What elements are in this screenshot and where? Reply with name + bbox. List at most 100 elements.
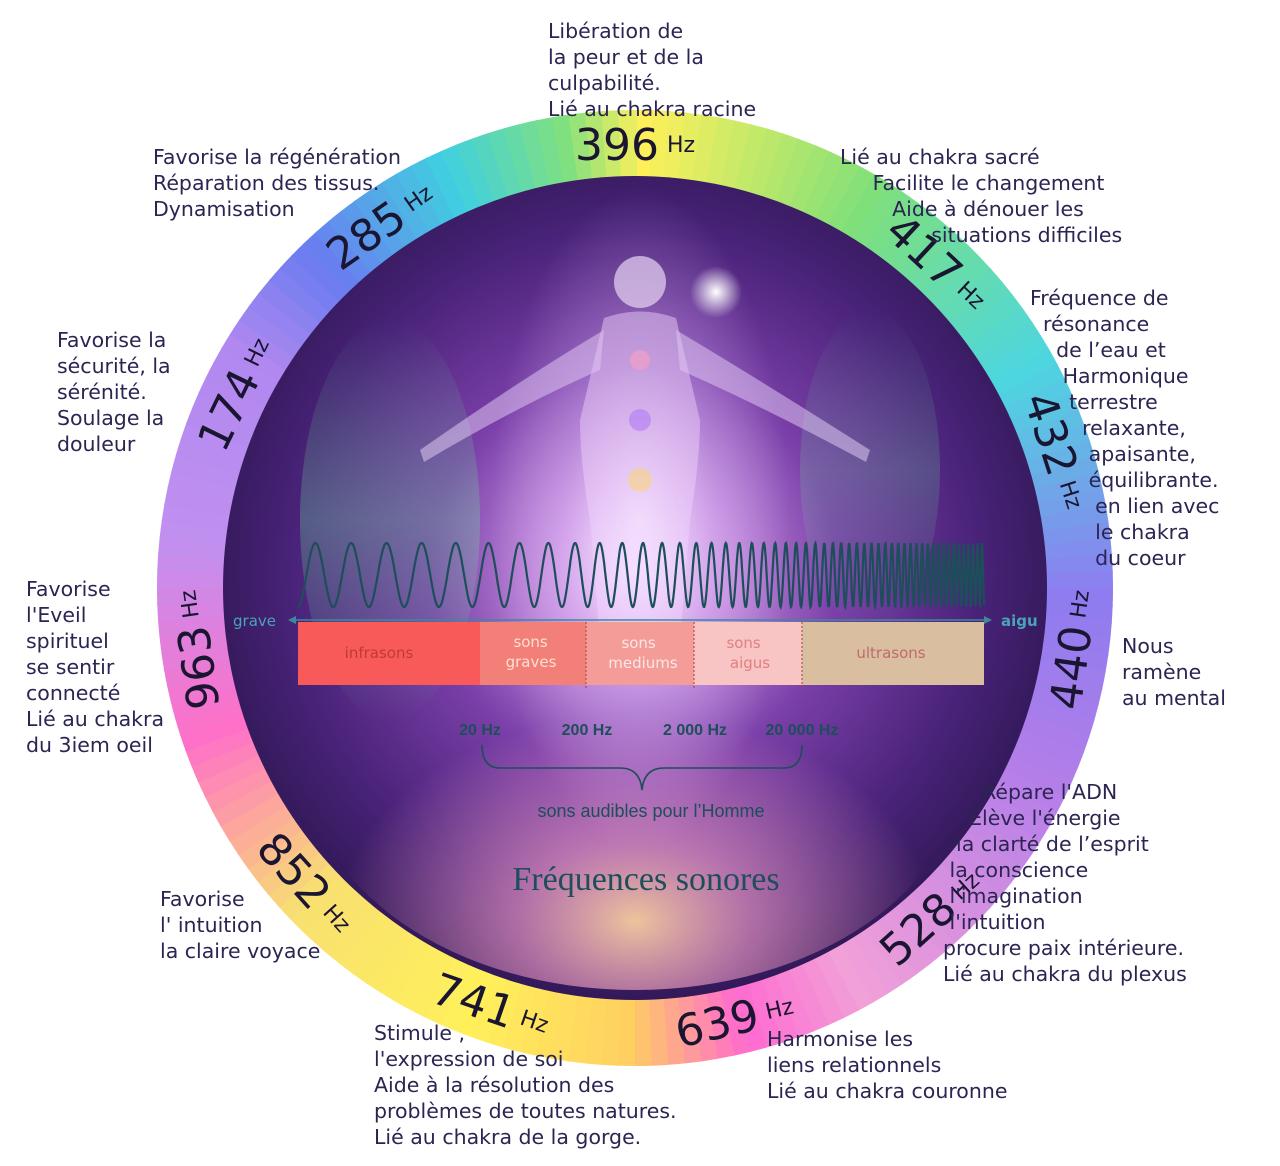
ring-segment — [469, 970, 509, 1043]
grave-label: grave — [233, 612, 276, 630]
ring-segment — [979, 792, 1049, 844]
band-sons-graves — [480, 622, 586, 685]
ring-segment — [185, 406, 258, 449]
ring-segment — [229, 318, 298, 372]
ring-segment — [191, 391, 264, 436]
ring-segment — [1042, 571, 1113, 591]
ring-segment — [289, 869, 352, 932]
band-label-infrasons: infrasons — [345, 644, 414, 662]
ring-segment — [719, 120, 754, 193]
band-ultrasons — [802, 622, 984, 685]
ring-segment — [585, 110, 609, 183]
sound-spectrum-diagram: grave aigu infrasons sons graves sons me… — [233, 540, 1038, 898]
tick-2000hz: 2 000 Hz — [663, 722, 727, 739]
ring-segment — [826, 165, 877, 236]
ring-segment — [837, 934, 889, 1004]
ring-segment — [246, 826, 314, 883]
ring-segment — [873, 909, 930, 977]
ring-segment — [965, 307, 1033, 362]
ring-segment — [1012, 727, 1085, 770]
ring-segment — [535, 116, 567, 189]
note-528: Répare l'ADN Elève l'énergie la clarté d… — [943, 780, 1187, 986]
ring-segment — [981, 334, 1051, 386]
ring-segment — [995, 363, 1066, 412]
ring-segment — [927, 861, 991, 922]
ring-segment — [327, 209, 386, 276]
band-label-ultrasons: ultrasons — [856, 644, 925, 662]
ring-segment — [258, 278, 324, 337]
ring-segment — [516, 983, 551, 1056]
ring-segment — [895, 891, 955, 956]
ring-segment — [166, 670, 240, 704]
ring-segment — [410, 157, 459, 228]
note-417: Lié au chakra sacré Facilite le changeme… — [840, 145, 1123, 247]
ring-segment — [453, 965, 496, 1038]
ring-segment — [170, 684, 243, 720]
ring-segment — [365, 925, 419, 994]
sound-wave — [297, 540, 986, 611]
ring-segment — [256, 837, 323, 896]
band-label-sons-graves-line2: graves — [506, 653, 557, 671]
ring-segment — [278, 859, 342, 921]
ring-segment — [393, 940, 444, 1011]
ring-segment — [677, 112, 705, 185]
ring-segment — [302, 231, 364, 295]
ring-segment — [423, 953, 470, 1025]
ring-segment — [874, 201, 932, 268]
ring-segment — [946, 839, 1012, 898]
ring-segment — [211, 777, 282, 827]
band-label-sons-mediums-line1: sons — [621, 634, 655, 652]
ring-segment — [745, 976, 783, 1049]
ring-segment — [618, 110, 638, 181]
ring-segment — [1007, 393, 1080, 438]
note-639: Harmonise les liens relationnels Lié au … — [767, 1027, 1008, 1103]
ring-segment — [340, 199, 397, 267]
band-label-sons-mediums-line2: mediums — [608, 654, 678, 672]
ring-segment — [157, 614, 230, 638]
note-963: Favorise l'Eveil spirituel se sentir con… — [26, 577, 165, 757]
ring-segment — [994, 766, 1065, 815]
ring-segment — [916, 871, 979, 934]
right-arrow-icon — [984, 616, 992, 624]
ring-segment — [163, 656, 236, 688]
ring-segment — [381, 172, 433, 242]
ring-segment — [219, 790, 289, 842]
ring-segment — [884, 900, 943, 967]
ring-segment — [1034, 488, 1107, 520]
ring-segment — [171, 453, 244, 490]
ring-segment — [731, 980, 767, 1053]
ring-segment — [549, 989, 579, 1062]
ring-segment — [164, 486, 237, 518]
ring-segment — [733, 124, 770, 197]
ring-segment — [615, 995, 635, 1066]
band-label-sons-aigus-line2: aigus — [730, 654, 770, 672]
ring-segment — [503, 123, 539, 196]
ring-segment — [824, 941, 874, 1012]
ring-segment — [1000, 753, 1072, 800]
ring-segment — [179, 712, 252, 752]
ring-segment — [988, 349, 1059, 399]
light-orb — [690, 266, 742, 318]
ring-segment — [248, 291, 315, 349]
ring-segment — [500, 979, 537, 1052]
ring-segment — [204, 764, 275, 813]
ring-segment — [1040, 538, 1113, 562]
frequency-label-440: 440Hz — [1040, 588, 1102, 712]
ring-segment — [849, 926, 903, 995]
ring-segment — [813, 158, 862, 229]
ring-segment — [908, 232, 969, 296]
ring-segment — [157, 568, 228, 588]
note-852: Favorise l' intuition la claire voyace — [160, 887, 321, 963]
ring-segment — [1018, 424, 1091, 464]
color-ring — [156, 110, 1113, 1066]
ring-segment — [519, 119, 553, 193]
ring-segment — [1027, 456, 1100, 492]
ring-segment — [601, 110, 623, 181]
ring-segment — [354, 190, 409, 258]
ring-segment — [279, 254, 343, 315]
ring-segment — [212, 346, 283, 397]
ring-segment — [237, 814, 305, 869]
ring-segment — [315, 220, 375, 285]
ring-segment — [301, 880, 362, 944]
ring-segment — [936, 850, 1002, 910]
